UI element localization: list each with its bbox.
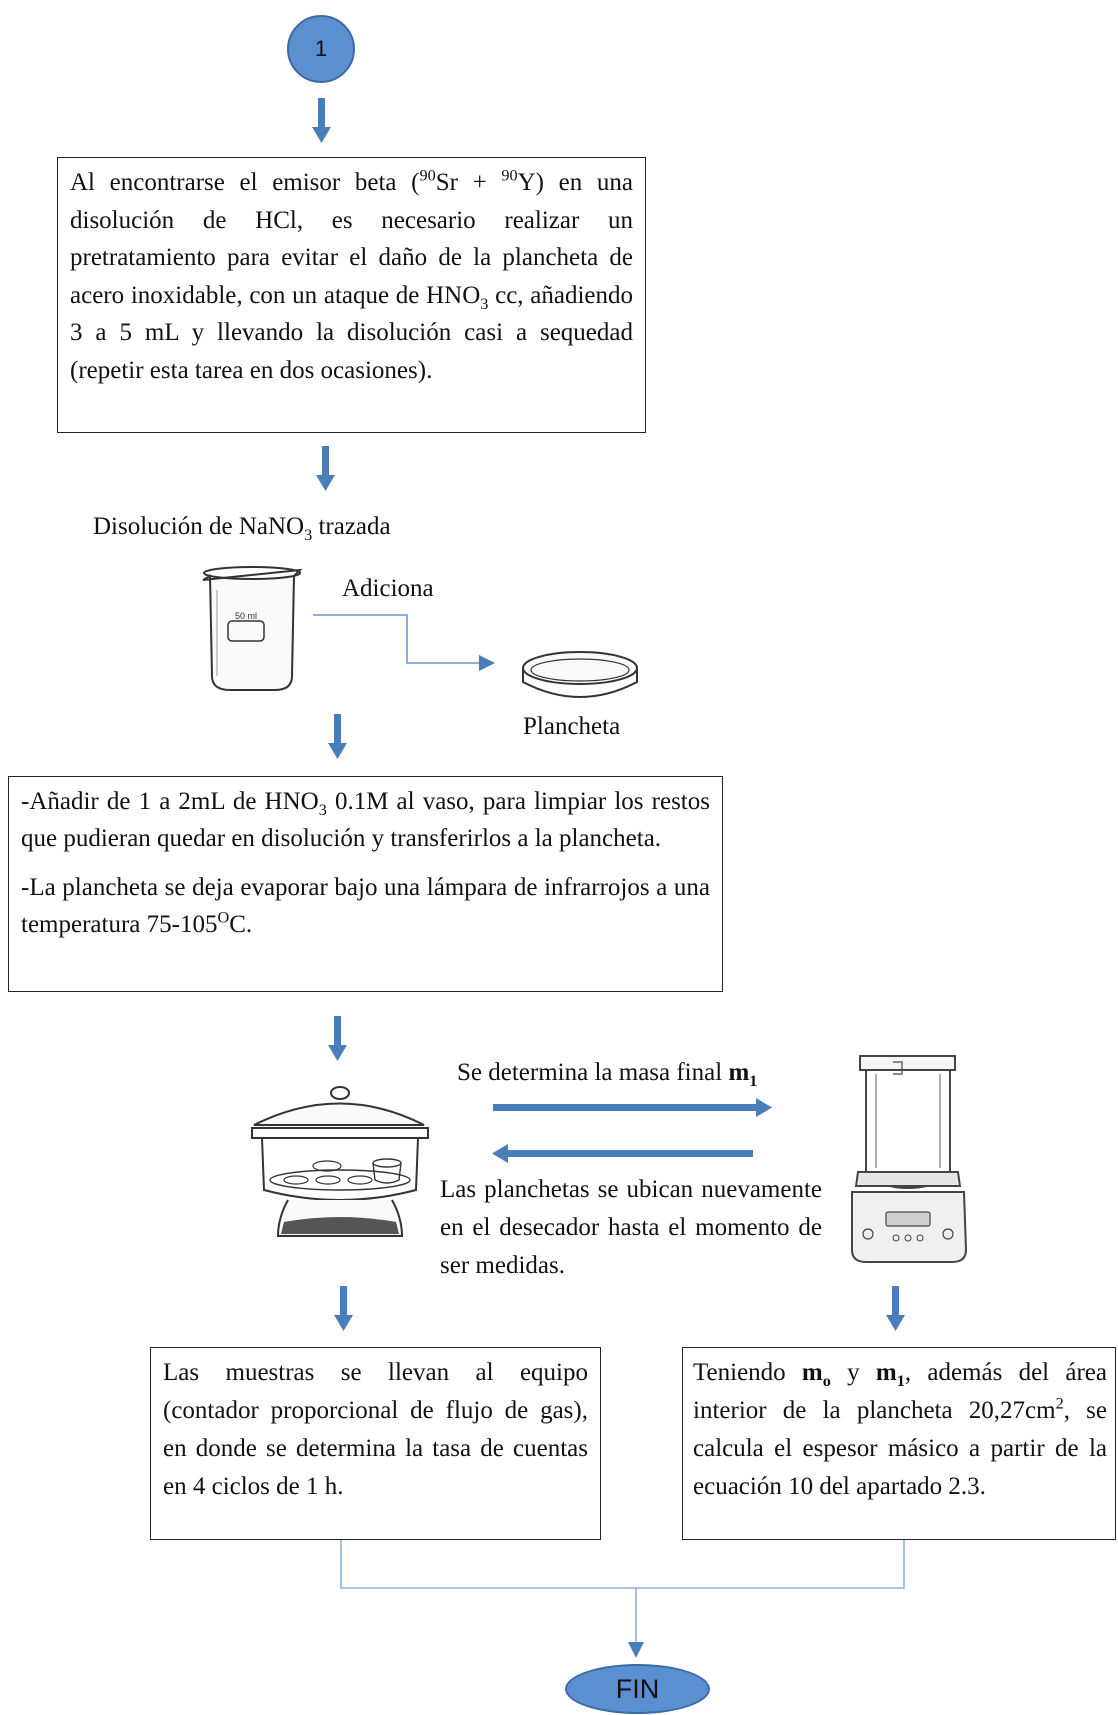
evaporation-instruction: -La plancheta se deja evaporar bajo una … <box>21 874 710 938</box>
end-node-label: FIN <box>615 1673 660 1704</box>
balance-icon <box>851 1055 968 1263</box>
arrow-to-desiccator <box>492 1144 753 1163</box>
mass-thickness-text: Teniendo mo y m1, además del área interi… <box>693 1359 1107 1500</box>
pretreatment-text: Al encontrarse el emisor beta (90Sr + 90… <box>70 166 633 384</box>
final-mass-label: Se determina la masa final m1 <box>457 1059 758 1090</box>
plancheta-label: Plancheta <box>523 713 621 740</box>
down-arrow-3 <box>328 714 347 759</box>
step-box-evaporation: -Añadir de 1 a 2mL de HNO3 0.1M al vaso,… <box>8 776 723 992</box>
counting-text: Las muestras se llevan al equipo (contad… <box>163 1359 588 1500</box>
step-box-pretreatment: Al encontrarse el emisor beta (90Sr + 90… <box>57 157 646 433</box>
arrow-to-balance <box>493 1098 772 1117</box>
down-arrow-5 <box>334 1286 353 1331</box>
nano3-solution-label: Disolución de NaNO3 trazada <box>93 513 391 544</box>
adiciona-label: Adiciona <box>342 575 434 602</box>
return-to-desiccator-text: Las planchetas se ubican nuevamente en e… <box>440 1176 822 1279</box>
wash-instruction: -Añadir de 1 a 2mL de HNO3 0.1M al vaso,… <box>21 788 710 852</box>
down-arrow-6 <box>886 1286 905 1331</box>
end-node-fin: FIN <box>565 1664 710 1714</box>
desiccator-icon <box>251 1086 429 1237</box>
beaker-icon <box>202 566 303 691</box>
down-arrow-4 <box>328 1016 347 1061</box>
step-box-mass-thickness: Teniendo mo y m1, además del área interi… <box>682 1347 1116 1540</box>
down-arrow-1 <box>312 98 331 143</box>
step-box-counting: Las muestras se llevan al equipo (contad… <box>150 1347 601 1540</box>
plancheta-icon <box>522 651 638 698</box>
start-node-label: 1 <box>314 36 328 61</box>
adiciona-connector <box>313 614 495 671</box>
start-node-1: 1 <box>287 15 355 83</box>
down-arrow-2 <box>316 446 335 491</box>
beaker-marking: 50 ml <box>235 611 257 621</box>
merge-connector <box>340 1540 905 1658</box>
